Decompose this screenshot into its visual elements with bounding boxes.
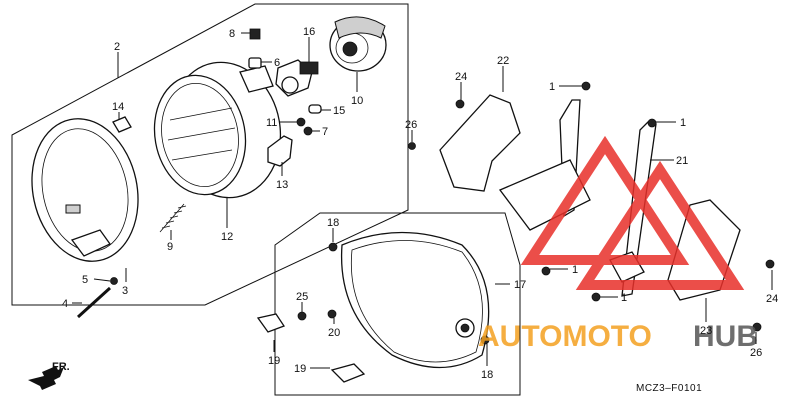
callout-8: 8 — [229, 28, 235, 40]
grommet-lower — [480, 335, 490, 345]
callout-26-upper: 26 — [405, 119, 417, 131]
case-bolt — [297, 311, 307, 321]
callout-23: 23 — [700, 325, 712, 337]
watermark-text-2: HUB — [693, 320, 758, 353]
wire-clamp-upper — [256, 313, 285, 333]
grommet-upper — [328, 242, 338, 252]
diagram-code: MCZ3–F0101 — [636, 383, 702, 394]
bolt-low — [591, 292, 601, 302]
callout-2: 2 — [114, 41, 120, 53]
callout-24-upper: 24 — [455, 71, 467, 83]
leader-lines — [72, 32, 773, 369]
callout-25: 25 — [296, 291, 308, 303]
callout-14: 14 — [112, 101, 124, 113]
case-collar — [327, 309, 337, 319]
callout-18-lower: 18 — [481, 369, 493, 381]
callout-24-lower: 24 — [766, 293, 778, 305]
callout-18-upper: 18 — [327, 217, 339, 229]
wire-clamp-lower — [330, 363, 366, 383]
bolt-mid — [541, 266, 551, 276]
bolt-top — [581, 81, 591, 91]
direction-label: FR. — [52, 361, 70, 373]
bracket-bolt-right — [765, 259, 775, 269]
callout-22: 22 — [497, 55, 509, 67]
callout-15: 15 — [333, 105, 345, 117]
bulb-bracket — [267, 135, 293, 167]
adjust-screw — [76, 286, 112, 319]
headlight-rim — [31, 118, 139, 262]
callout-4: 4 — [62, 298, 68, 310]
callout-12: 12 — [221, 231, 233, 243]
callout-10: 10 — [351, 95, 363, 107]
stay-screw — [408, 142, 416, 150]
callout-6: 6 — [274, 57, 280, 69]
callout-16: 16 — [303, 26, 315, 38]
bracket-bolt-low — [752, 322, 762, 332]
callout-labels: 8 16 2 6 10 14 15 11 7 13 9 12 5 3 4 24 … — [62, 26, 778, 381]
callout-1-top: 1 — [549, 81, 555, 93]
stay-bolt — [455, 99, 465, 109]
callout-1-mid: 1 — [572, 264, 578, 276]
hardware-small-parts — [112, 28, 322, 136]
stay-frame — [498, 159, 591, 231]
headlight-bulb — [275, 59, 319, 97]
headlight-case-box — [274, 212, 521, 396]
callout-7: 7 — [322, 126, 328, 138]
callout-21: 21 — [676, 155, 688, 167]
callout-3: 3 — [122, 285, 128, 297]
watermark-logo: AUTOMOTO HUB — [478, 135, 758, 353]
callout-5: 5 — [82, 274, 88, 286]
callout-11: 11 — [266, 117, 277, 129]
front-direction-indicator: FR. — [28, 361, 70, 390]
callout-9: 9 — [167, 241, 173, 253]
headlight-lens-unit — [153, 61, 282, 199]
headlight-case — [340, 231, 490, 369]
callout-1-right: 1 — [680, 117, 686, 129]
callout-19-lower: 19 — [294, 363, 306, 375]
headlight-assembly-box — [11, 3, 409, 306]
adjust-nut — [110, 277, 118, 285]
callout-20: 20 — [328, 327, 340, 339]
callout-19-upper: 19 — [268, 355, 280, 367]
adjust-spring — [159, 203, 187, 233]
callout-13: 13 — [276, 179, 288, 191]
callout-17: 17 — [514, 279, 526, 291]
bolt-right — [647, 118, 657, 128]
headlight-stay — [439, 94, 521, 192]
callout-1-low: 1 — [621, 292, 627, 304]
socket-cover — [329, 16, 387, 72]
watermark-text-1: AUTOMOTO — [478, 320, 652, 353]
callout-26-lower: 26 — [750, 347, 762, 359]
